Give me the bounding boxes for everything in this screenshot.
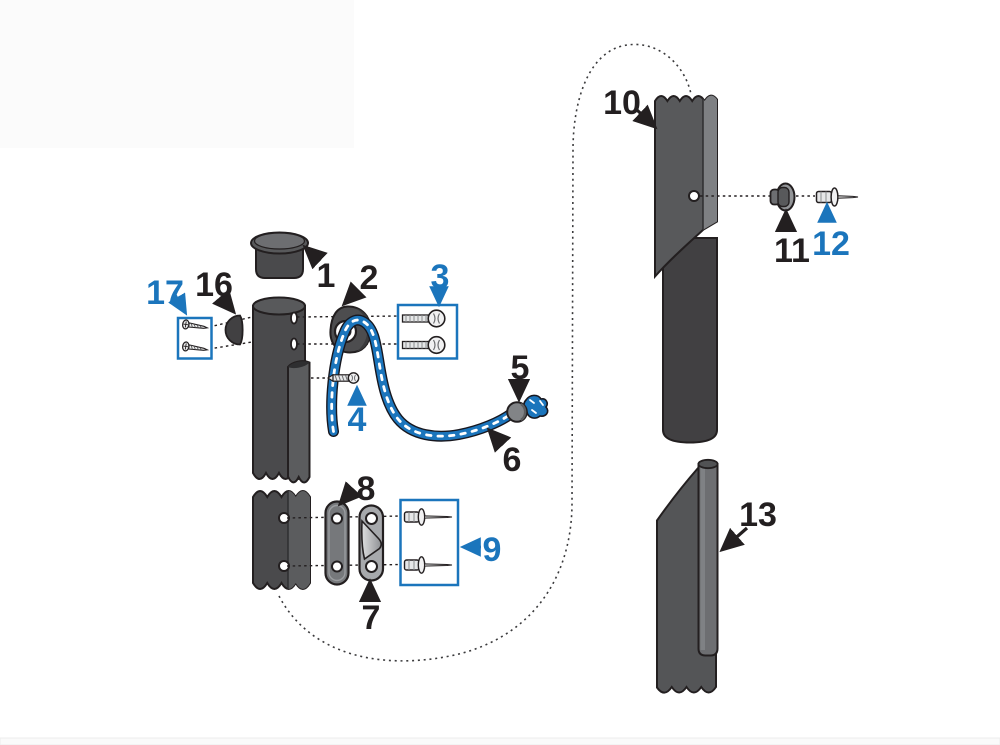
part-7-cleat-bracket <box>358 504 385 582</box>
part-8-spacer-plate <box>324 500 350 586</box>
part-9-rivets <box>403 508 453 574</box>
part-upper-left-pole <box>252 296 311 484</box>
pole-hole <box>688 190 700 202</box>
label-3: 3 <box>431 258 450 296</box>
pole-hole <box>290 311 298 325</box>
label-17: 17 <box>146 274 184 312</box>
page-shade-bottom <box>0 737 1000 745</box>
label-16: 16 <box>195 266 233 304</box>
label-8: 8 <box>357 470 376 508</box>
hardware-box-3 <box>396 303 459 360</box>
label-11: 11 <box>774 232 810 270</box>
part-4-small-screw <box>326 372 360 384</box>
label-1: 1 <box>317 257 336 295</box>
pole-hole <box>290 337 298 351</box>
part-10-upper-pole-section <box>654 94 718 444</box>
part-16-hole-plug <box>224 314 244 346</box>
label-9: 9 <box>483 531 502 569</box>
label-6: 6 <box>503 441 522 479</box>
blue-leader-arrows <box>168 201 837 557</box>
part-11-button-grommet <box>769 182 796 212</box>
part-12-pop-rivet <box>815 187 859 207</box>
page-shade-topleft <box>0 0 354 148</box>
label-5: 5 <box>511 349 530 387</box>
label-10: 10 <box>603 84 641 122</box>
label-4: 4 <box>348 401 367 439</box>
part-5-rope-stop-ball <box>506 394 549 423</box>
label-2: 2 <box>360 259 379 297</box>
label-7: 7 <box>362 599 381 637</box>
part-3-screws <box>401 309 446 355</box>
inner-sleeve-tube-top <box>287 360 311 484</box>
label-13: 13 <box>739 496 777 534</box>
part-17-screws <box>182 319 210 352</box>
part-6-halyard-rope <box>326 314 517 442</box>
label-12: 12 <box>812 225 850 263</box>
black-leader-arrows <box>212 104 798 603</box>
part-13-lower-pole-section <box>656 458 719 694</box>
part-lower-left-pole <box>252 490 311 590</box>
part-1-pole-cap <box>250 231 309 279</box>
